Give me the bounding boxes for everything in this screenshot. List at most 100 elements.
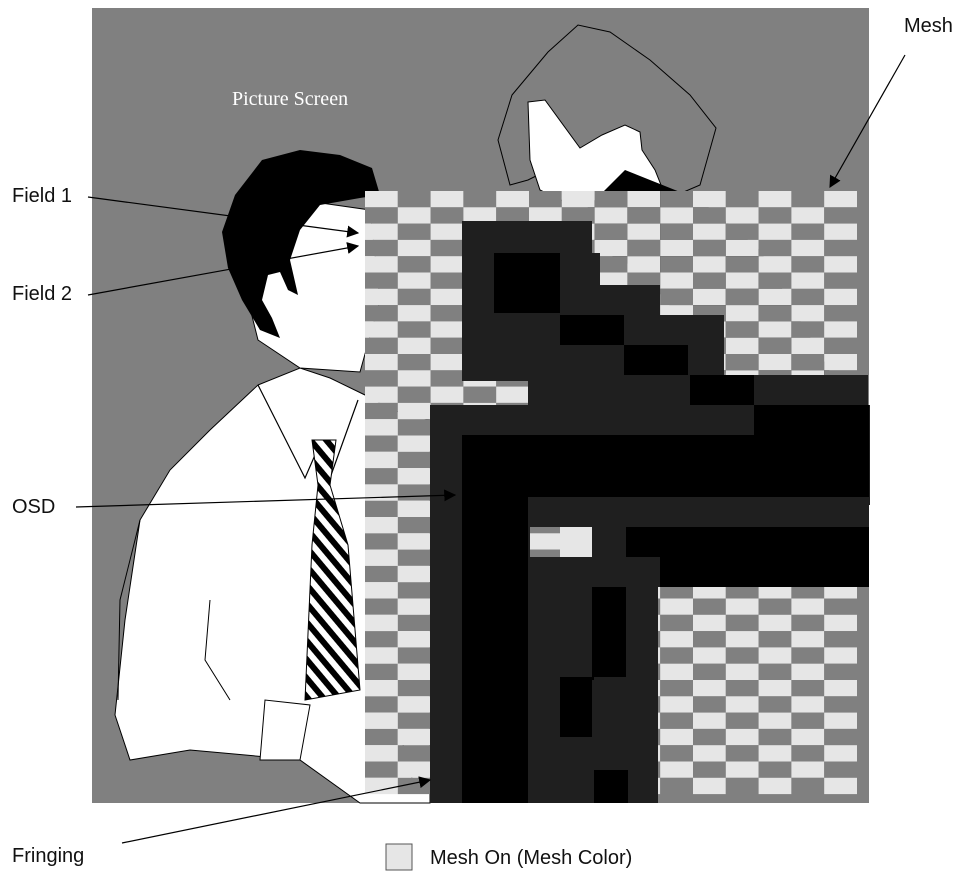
osd-block [690,375,754,405]
mesh-cell [791,256,824,272]
mesh-cell [431,387,464,403]
mesh-cell [759,354,792,370]
mesh-cell [660,762,693,778]
mesh-cell [824,338,857,354]
mesh-cell [398,468,431,484]
mesh-cell [398,501,431,517]
mesh-cell [759,321,792,337]
mesh-cell [824,191,857,207]
mesh-cell [791,321,824,337]
osd-block [592,587,626,677]
mesh-cell [660,713,693,729]
mesh-cell [759,256,792,272]
mesh-cell [595,224,628,240]
mesh-cell [693,745,726,761]
mesh-cell [365,696,398,712]
mesh-cell [398,370,431,386]
osd-block [462,435,869,497]
mesh-cell [759,745,792,761]
osd-block [560,527,592,557]
mesh-cell [365,468,398,484]
mesh-cell [365,680,398,696]
mesh-cell [398,713,431,729]
mesh-cell [365,387,398,403]
mesh-cell [726,680,759,696]
mesh-cell [398,729,431,745]
mesh-cell [365,207,398,223]
mesh-cell [726,664,759,680]
mesh-cell [824,354,857,370]
mesh-cell [759,599,792,615]
mesh-cell [365,713,398,729]
mesh-cell [660,224,693,240]
mesh-cell [791,240,824,256]
mesh-cell [824,631,857,647]
mesh-cell [365,370,398,386]
mesh-cell [365,273,398,289]
mesh-cell [759,207,792,223]
mesh-cell [627,224,660,240]
mesh-cell [791,713,824,729]
mesh-cell [759,696,792,712]
mesh-cell [791,729,824,745]
osd-block [754,405,869,435]
mesh-cell [431,256,464,272]
mesh-cell [791,745,824,761]
mesh-cell [693,240,726,256]
mesh-cell [791,338,824,354]
mesh-cell [595,191,628,207]
mesh-cell [791,762,824,778]
field1-label: Field 1 [12,185,72,207]
mesh-cell [791,778,824,794]
mesh-cell [398,207,431,223]
mesh-cell [365,419,398,435]
mesh-cell [726,599,759,615]
mesh-cell [365,305,398,321]
mesh-label: Mesh [904,15,953,37]
mesh-cell [759,713,792,729]
mesh-cell [726,354,759,370]
legend: Mesh On (Mesh Color) [386,844,632,870]
mesh-cell [398,436,431,452]
mesh-cell [726,745,759,761]
mesh-cell [431,191,464,207]
mesh-cell [365,566,398,582]
mesh-cell [824,305,857,321]
legend-swatch [386,844,412,870]
mesh-cell [365,354,398,370]
mesh-cell [726,696,759,712]
mesh-cell [398,387,431,403]
mesh-cell [398,354,431,370]
mesh-cell [824,778,857,794]
mesh-cell [693,289,726,305]
mesh-cell [431,321,464,337]
mesh-cell [365,599,398,615]
mesh-cell [660,273,693,289]
mesh-cell [398,321,431,337]
mesh-cell [398,240,431,256]
mesh-cell [693,696,726,712]
mesh-cell [365,778,398,794]
mesh-cell [791,354,824,370]
mesh-cell [365,240,398,256]
mesh-cell [365,321,398,337]
osd-label: OSD [12,496,55,518]
mesh-cell [463,387,496,403]
mesh-cell [759,647,792,663]
mesh-cell [398,517,431,533]
mesh-cell [791,696,824,712]
mesh-cell [824,664,857,680]
fringing-label: Fringing [12,845,84,867]
mesh-cell [398,647,431,663]
mesh-cell [791,289,824,305]
mesh-cell [398,338,431,354]
mesh-cell [759,338,792,354]
mesh-cell [529,533,562,549]
mesh-cell [791,615,824,631]
mesh-cell [365,631,398,647]
mesh-cell [693,599,726,615]
mesh-cell [627,207,660,223]
mesh-cell [824,615,857,631]
legend-label: Mesh On (Mesh Color) [430,847,632,869]
mesh-cell [627,256,660,272]
